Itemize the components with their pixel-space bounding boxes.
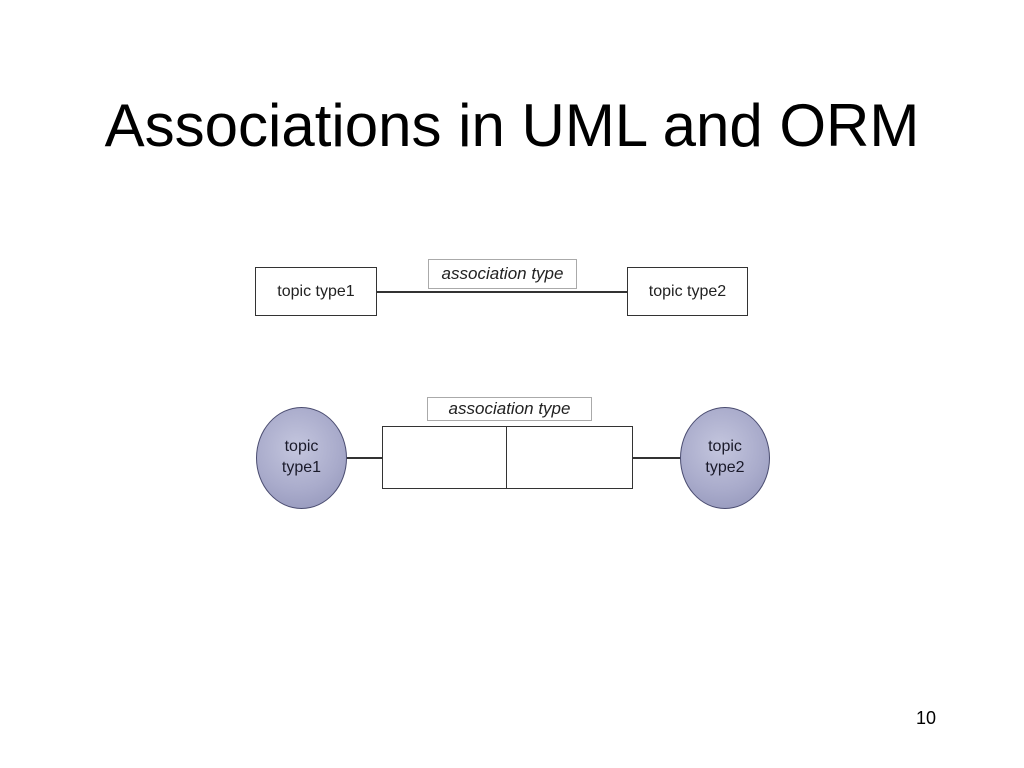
uml-class-topic-type1: topic type1: [255, 267, 377, 316]
orm-role-box-right: [506, 426, 633, 489]
uml-class-label: topic type2: [648, 282, 727, 300]
uml-association-label: association type: [428, 259, 577, 289]
orm-association-label: association type: [427, 397, 592, 421]
orm-connector-left: [346, 457, 382, 459]
orm-entity-topic-type1: topic type1: [256, 407, 347, 509]
orm-role-box-left: [382, 426, 508, 489]
uml-class-topic-type2: topic type2: [627, 267, 748, 316]
orm-entity-label-line2: type1: [281, 459, 322, 476]
orm-entity-label-line2: type2: [705, 459, 745, 476]
page-number: 10: [915, 708, 936, 728]
orm-entity-label-line1: topic: [284, 438, 319, 456]
uml-class-label: topic type1: [277, 282, 355, 300]
slide-title: Associations in UML and ORM: [104, 92, 920, 159]
orm-connector-right: [632, 457, 682, 459]
uml-association-line: [377, 291, 627, 293]
orm-entity-label-line1: topic: [708, 438, 742, 456]
orm-entity-topic-type2: topic type2: [680, 407, 770, 509]
